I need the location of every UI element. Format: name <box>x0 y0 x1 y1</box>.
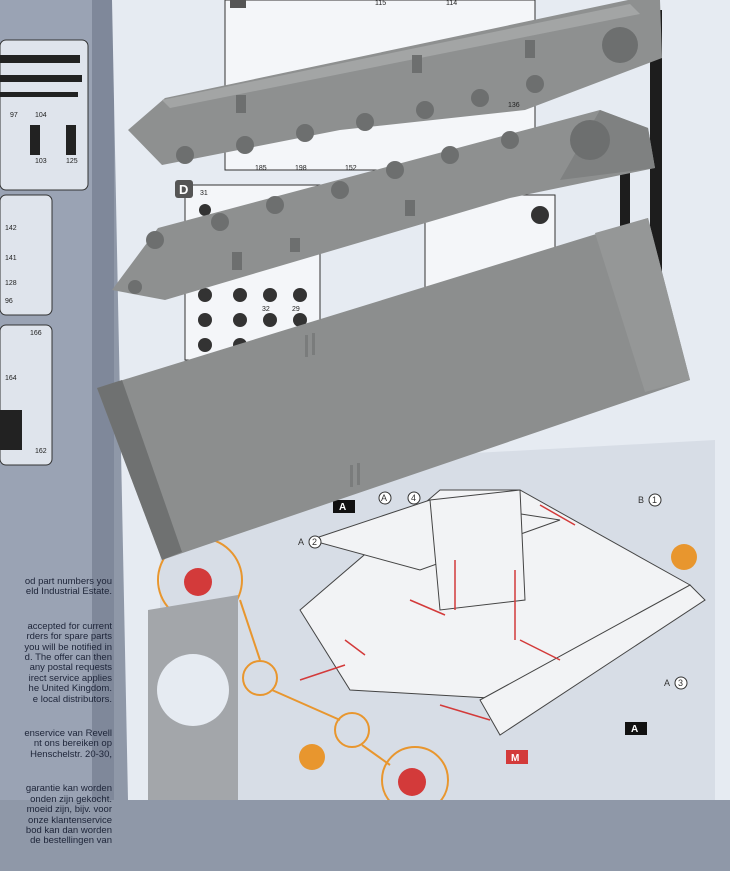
part-number: 103 <box>35 158 47 165</box>
part-number: 198 <box>295 165 307 172</box>
assembly-hull-drawing <box>299 489 706 736</box>
detail-red-part <box>184 568 212 596</box>
part-number: 115 <box>375 0 387 7</box>
part-number: 97 <box>10 112 18 119</box>
svg-text:A: A <box>339 502 346 513</box>
callout-a2: A 2 <box>298 535 322 549</box>
glue-icon-2 <box>299 744 325 770</box>
hull-side-top <box>128 0 662 165</box>
part-number: 125 <box>66 158 78 165</box>
callout-b1: B 1 <box>638 493 662 507</box>
part-number: 141 <box>5 255 17 262</box>
svg-text:A: A <box>298 537 304 547</box>
glue-icon <box>671 544 697 570</box>
tag-a-bottom: A <box>625 722 647 735</box>
part-number: 32 <box>262 306 270 313</box>
sprue-label-d: D <box>179 182 188 197</box>
svg-text:M: M <box>511 753 519 764</box>
assembly-arrows <box>299 504 576 721</box>
part-number: 31 <box>200 190 208 197</box>
part-number: 96 <box>5 298 13 305</box>
sprue-label-c-box <box>230 0 246 8</box>
part-number: 136 <box>508 102 520 109</box>
svg-text:A: A <box>631 724 638 735</box>
detail-red-part-2 <box>398 768 426 796</box>
part-number: 29 <box>292 306 300 313</box>
tag-a-top: A <box>333 500 355 513</box>
part-number: 164 <box>5 375 17 382</box>
svg-text:3: 3 <box>678 678 683 688</box>
sprue-label-d-box <box>175 180 193 198</box>
callout-a3: A 3 <box>664 676 688 690</box>
svg-text:1: 1 <box>652 495 657 505</box>
svg-text:4: 4 <box>411 493 416 503</box>
svg-text:A: A <box>664 678 670 688</box>
left-page-rails <box>0 55 82 450</box>
part-number: 185 <box>255 165 267 172</box>
part-number: 114 <box>446 0 458 7</box>
svg-text:A: A <box>381 493 387 503</box>
part-number: 128 <box>5 280 17 287</box>
hull-floor-plate <box>97 218 690 560</box>
sprue-number-labels: 97 104 103 125 142 141 128 96 166 164 16… <box>5 0 520 455</box>
part-number: 142 <box>5 225 17 232</box>
svg-text:B: B <box>638 495 644 505</box>
tag-m: M <box>506 750 528 764</box>
plate-hole <box>157 654 229 726</box>
part-number: 152 <box>345 165 357 172</box>
part-number: 166 <box>30 330 42 337</box>
part-number: 104 <box>35 112 47 119</box>
svg-text:2: 2 <box>312 537 317 547</box>
part-number: 162 <box>35 448 47 455</box>
hull-side-middle <box>112 110 655 300</box>
